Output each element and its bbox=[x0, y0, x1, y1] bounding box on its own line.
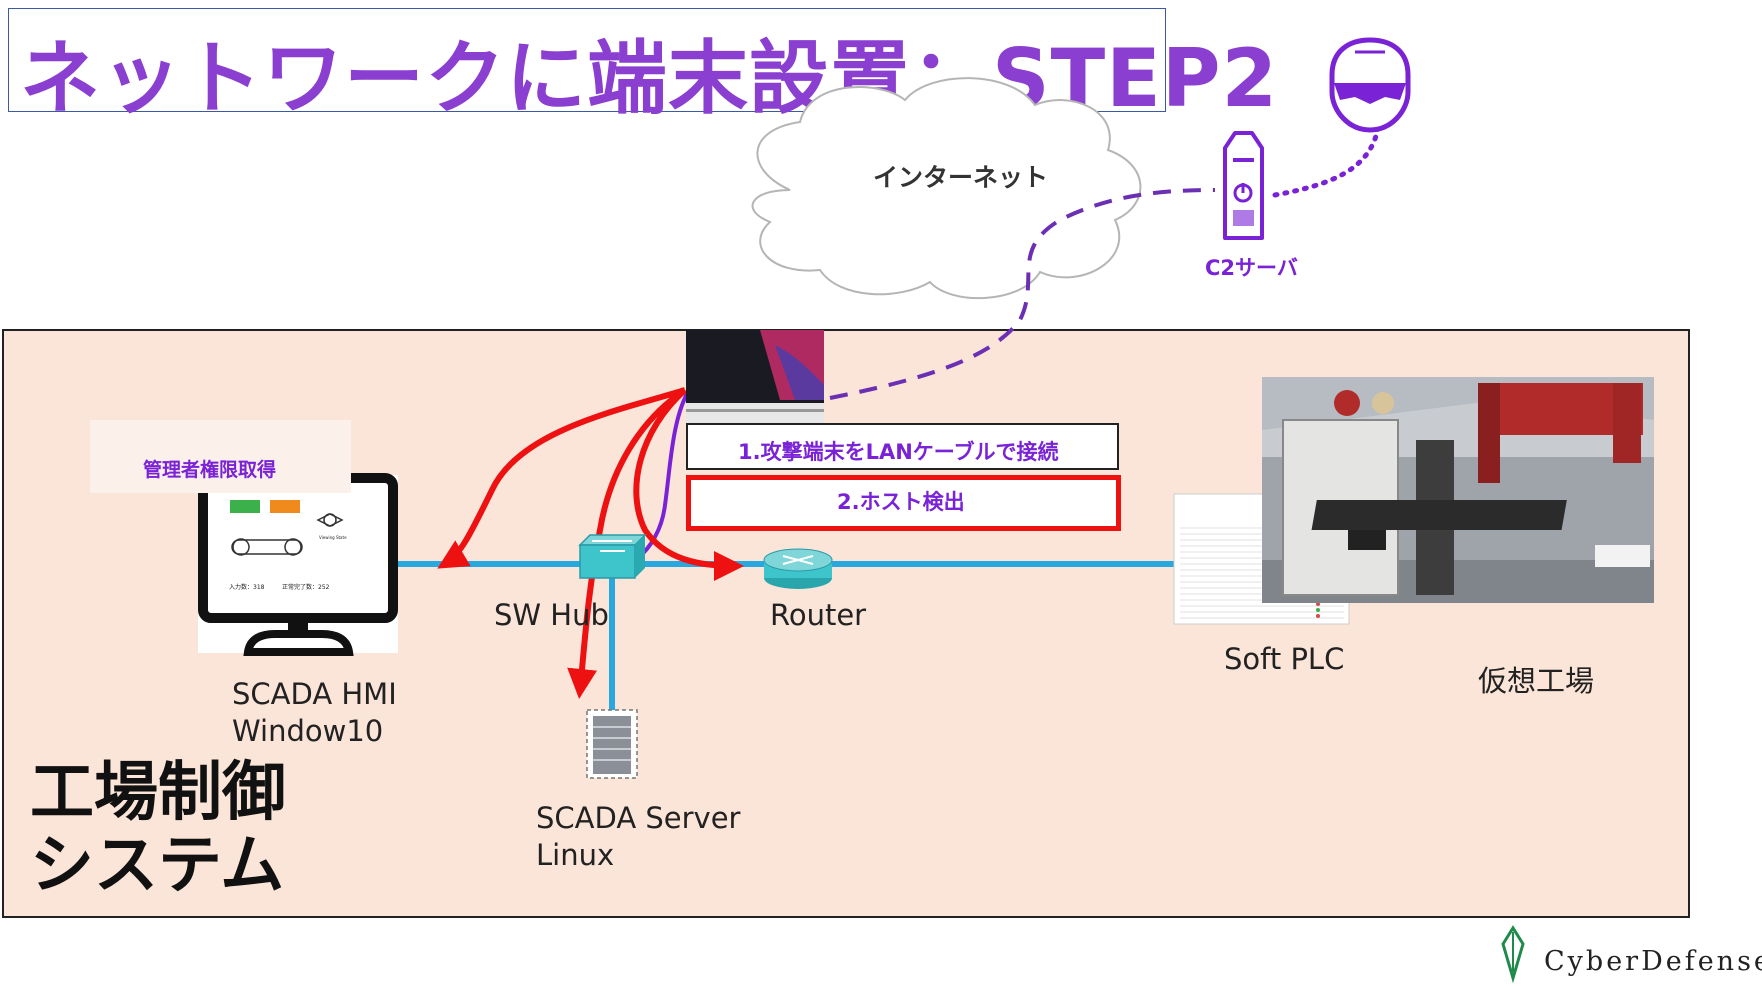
c2-tunnel-link bbox=[829, 188, 1216, 400]
brand-name: CyberDefense bbox=[1544, 946, 1762, 977]
step1-label: 1.攻撃端末をLANケーブルで接続 bbox=[738, 440, 1059, 464]
monitor-icon bbox=[198, 473, 398, 656]
admin-badge bbox=[90, 420, 351, 493]
step2-box bbox=[686, 475, 1121, 531]
scada-hmi-name: SCADA HMI bbox=[232, 677, 397, 711]
hacker-dotted-link bbox=[1272, 125, 1381, 198]
router-label: Router bbox=[770, 598, 867, 632]
lan-cable bbox=[636, 391, 690, 560]
soft-plc-label: Soft PLC bbox=[1224, 642, 1345, 676]
scada-server-label: SCADA Server Linux bbox=[536, 800, 740, 874]
plc-status-dot bbox=[1316, 608, 1320, 612]
system-title-line2: システム bbox=[30, 829, 285, 903]
scada-hmi-label: SCADA HMI Window10 bbox=[232, 676, 397, 750]
system-title-line1: 工場制御 bbox=[30, 756, 286, 830]
step1-box bbox=[686, 423, 1119, 470]
rack-server-icon bbox=[586, 709, 638, 779]
system-title: 工場制御 システム bbox=[30, 757, 286, 903]
admin-privilege-label: 管理者権限取得 bbox=[143, 459, 277, 481]
brand-logo-icon bbox=[1501, 925, 1525, 984]
step2-label: 2.ホスト検出 bbox=[837, 490, 965, 514]
hacker-icon bbox=[1329, 37, 1411, 133]
server-tower-icon bbox=[1223, 131, 1264, 240]
router-icon bbox=[763, 548, 833, 589]
host-discovery-arrows bbox=[437, 387, 744, 699]
hmi-input-count: 入力数：318 bbox=[229, 584, 265, 591]
hmi-sensor-label: Viewing State bbox=[319, 535, 347, 540]
scada-hmi-os: Window10 bbox=[232, 714, 384, 748]
sw-hub-label: SW Hub bbox=[494, 598, 609, 632]
scada-server-name: SCADA Server bbox=[536, 801, 741, 835]
laptop-icon bbox=[686, 330, 824, 423]
c2-server-label: C2サーバ bbox=[1205, 256, 1298, 280]
scada-server-os: Linux bbox=[536, 838, 615, 872]
hmi-done-count: 正常完了数：252 bbox=[282, 584, 330, 591]
switch-icon bbox=[578, 534, 647, 579]
cloud-icon bbox=[751, 77, 1142, 300]
virtual-factory-label: 仮想工場 bbox=[1478, 664, 1595, 698]
plc-status-dot bbox=[1316, 614, 1320, 618]
virtual-factory-image bbox=[1262, 377, 1654, 603]
internet-label: インターネット bbox=[873, 163, 1049, 192]
